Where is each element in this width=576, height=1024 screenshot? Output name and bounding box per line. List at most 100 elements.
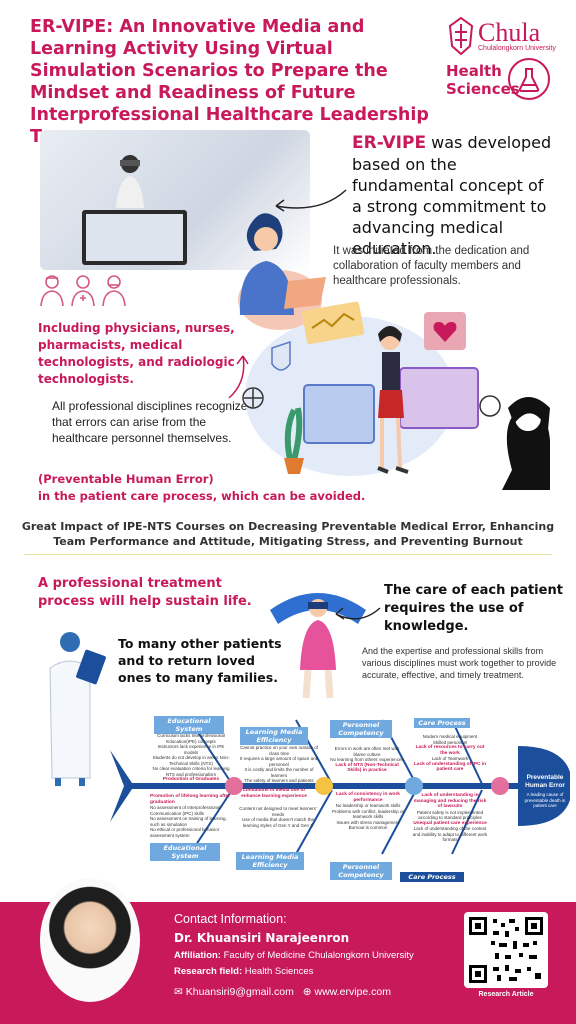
- faculty-logo-text: Health Sciences: [446, 62, 520, 98]
- email-link[interactable]: Khuansiri9@gmail.com: [185, 986, 294, 998]
- expertise-text: And the expertise and professional skill…: [362, 646, 557, 680]
- bone-key-item: Limitations in media use to enhance lear…: [241, 788, 307, 799]
- bone-label-media-bottom: Learning Media Efficiency: [236, 852, 304, 870]
- preventable-error-subtitle: in the patient care process, which can b…: [38, 489, 366, 503]
- healthcare-team-icon: [40, 275, 126, 307]
- bone-items-personnel-bottom: Lack of consistency in work performance …: [328, 792, 408, 831]
- student-laptop-illustration: [239, 213, 326, 315]
- bone-item: Lack of Teamwork: [431, 756, 469, 761]
- qr-code[interactable]: [464, 912, 548, 988]
- bone-item: Cannot practice on your own outside of c…: [239, 745, 319, 756]
- fishbone-head-sub: A leading cause of preventable death in …: [524, 792, 566, 808]
- chula-crest-icon: [448, 16, 474, 56]
- bone-item: No leadership or teamwork skills: [335, 803, 401, 808]
- qr-pattern-icon: [469, 917, 543, 983]
- bone-item: Modern medical equipment: [422, 734, 478, 739]
- other-patients-text: To many other patients and to return lov…: [118, 636, 282, 685]
- initiated-text: It was initiated from the dedication and…: [333, 245, 530, 287]
- bone-item: Problems with conflict, leadership or te…: [331, 808, 405, 820]
- bone-item: Curriculum lacks Interprofessional Educa…: [157, 733, 225, 744]
- bone-key-item: Lack of NTS (Non-Technical Skills) in pr…: [335, 762, 399, 774]
- bone-items-personnel-top: Errors in work are often met with blame …: [328, 746, 406, 774]
- bone-item: Use of media that doesn't match the lear…: [242, 817, 314, 828]
- bone-items-educational-top: Curriculum lacks Interprofessional Educa…: [150, 733, 232, 783]
- author-photo: [40, 878, 140, 1002]
- bone-key-item: Lack of understanding of IPC in patient …: [413, 761, 487, 773]
- bone-item: No assessment on training of learning, s…: [150, 816, 227, 827]
- bone-key-media-top: Limitations in media use to enhance lear…: [236, 788, 312, 799]
- bone-item: Students do not develop in areas Non-Tec…: [152, 755, 230, 766]
- affiliation-label: Affiliation:: [174, 950, 221, 961]
- bone-items-care-top: Modern medical equipment Skilled personn…: [412, 734, 488, 773]
- affiliation-value: Faculty of Medicine Chulalongkorn Univer…: [220, 950, 414, 961]
- sustain-life-text: A professional treatment process will he…: [38, 576, 252, 609]
- contact-links: ✉ Khuansiri9@gmail.com ⊕ www.ervipe.com: [174, 986, 391, 998]
- bone-items-care-bottom: Lack of understanding in managing and re…: [412, 793, 488, 843]
- fishbone-head: Preventable Human Error A leading cause …: [519, 774, 571, 809]
- bone-item: It requires a large amount of space and …: [239, 756, 319, 767]
- ervipe-lead-statement: ER-VIPE was developed based on the funda…: [352, 132, 552, 259]
- faculty-line-2: Sciences: [446, 80, 520, 98]
- bone-label-personnel-bottom: Personnel Competency: [330, 862, 392, 880]
- bone-key-item: Lack of resources to carry out the work: [415, 745, 485, 756]
- upward-arrow-icon: [228, 355, 249, 399]
- bone-items-media-top: Cannot practice on your own outside of c…: [238, 745, 320, 784]
- bone-item: No assessment of Interprofessional Commu…: [150, 805, 221, 816]
- bone-key-item: Lack of consistency in work performance: [336, 792, 400, 803]
- bone-item: Patient safety is not implemented accord…: [416, 809, 484, 821]
- bone-item: Issues with stress management: [336, 819, 400, 825]
- vr-user-illustration: [116, 155, 144, 208]
- flask-icon: [508, 58, 550, 100]
- care-arrow-icon: [335, 607, 381, 620]
- bone-item: No learning from others' experiences: [330, 757, 404, 762]
- scientist-illustration: [242, 301, 550, 490]
- chula-logo-subtext: Chulalongkorn University: [478, 45, 556, 52]
- all-disciplines-text: All professional disciplines recognize t…: [52, 399, 248, 445]
- author-name: Dr. Khuansiri Narajeenron: [174, 931, 350, 945]
- research-field-value: Health Sciences: [242, 966, 314, 977]
- website-link[interactable]: www.ervipe.com: [314, 986, 391, 998]
- faculty-line-1: Health: [446, 62, 502, 80]
- email-icon: ✉: [174, 986, 183, 998]
- patient-care-text: The care of each patient requires the us…: [384, 583, 563, 634]
- section-divider: [24, 554, 552, 555]
- doctor-illustration: [49, 632, 106, 786]
- bone-label-care-top: Care Process: [414, 718, 470, 728]
- contact-heading: Contact Information:: [174, 912, 287, 926]
- chula-logo-text: Chula: [478, 18, 541, 47]
- bone-item: Instructors lack experience in IPE model…: [157, 744, 225, 755]
- poster-title: ER-VIPE: An Innovative Media and Learnin…: [30, 17, 429, 147]
- research-field-label: Research field:: [174, 966, 243, 977]
- bone-key-item: Lack of understanding in managing and re…: [413, 793, 487, 809]
- research-field-text: Research field: Health Sciences: [174, 966, 313, 977]
- bone-item: No clear evaluation criteria for learnin…: [152, 766, 230, 777]
- impact-heading: Great Impact of IPE-NTS Courses on Decre…: [21, 520, 555, 548]
- bone-label-media-top: Learning Media Efficiency: [240, 727, 308, 745]
- affiliation-text: Affiliation: Faculty of Medicine Chulalo…: [174, 950, 414, 961]
- bone-item: Skilled personnel: [432, 739, 468, 745]
- preventable-error-title: (Preventable Human Error): [38, 472, 214, 486]
- bone-item: Content not designed to meet learners' n…: [239, 806, 317, 817]
- bone-label-educational-bottom: Educational System: [150, 843, 220, 861]
- bone-item: The safety of learners and patients: [244, 778, 314, 783]
- bone-items-educational-bottom: Promotion of lifelong learning after gra…: [150, 794, 234, 838]
- bone-items-media-bottom: Content not designed to meet learners' n…: [238, 806, 318, 828]
- bone-label-care-bottom: Care Process: [400, 872, 464, 882]
- fishbone-head-title: Preventable Human Error: [525, 774, 565, 789]
- fishbone-diagram: [110, 719, 570, 855]
- bone-key-item: Unequal patient care experience: [413, 820, 487, 826]
- bone-key-item: Promotion of lifelong learning after gra…: [150, 794, 230, 805]
- globe-icon: ⊕: [302, 986, 312, 998]
- bone-label-personnel-top: Personnel Competency: [330, 720, 392, 738]
- preventable-error-text: (Preventable Human Error) in the patient…: [38, 471, 368, 505]
- bone-item: Burnout is common: [348, 825, 388, 830]
- bone-label-educational-top: Educational System: [154, 716, 224, 734]
- bone-key-item: Production of Graduates: [162, 777, 220, 782]
- vr-patient-illustration: [270, 593, 366, 699]
- bone-item: No ethical or professional behavior asse…: [150, 827, 220, 838]
- bone-item: Lack of understanding of the context and…: [412, 826, 488, 842]
- simulation-screen-illustration: [82, 210, 187, 265]
- bone-item: It is costly and limits the number of le…: [244, 767, 314, 778]
- qr-label: Research Article: [478, 991, 534, 998]
- bone-item: Errors in work are often met with blame …: [334, 746, 400, 757]
